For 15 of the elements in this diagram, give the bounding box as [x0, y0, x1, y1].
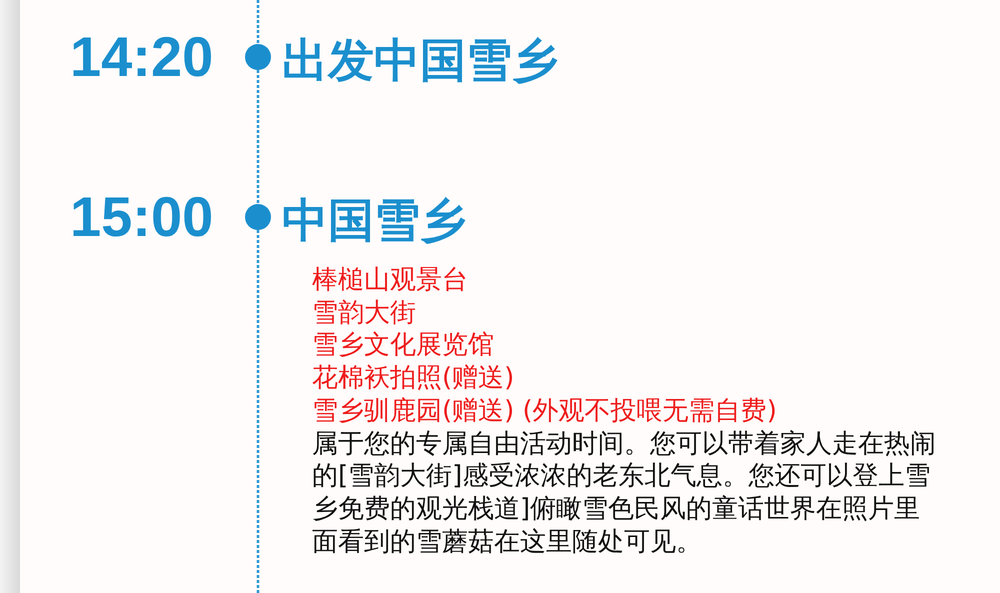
place-item: 棒槌山观景台 — [312, 264, 469, 297]
timeline-line — [256, 70, 260, 204]
timeline-line — [256, 230, 260, 593]
timeline-dot — [245, 44, 271, 70]
stop-title: 中国雪乡 — [282, 192, 466, 249]
stop-title: 出发中国雪乡 — [282, 32, 558, 89]
timeline-dot — [245, 204, 271, 230]
time-label: 14:20 — [70, 25, 214, 89]
timeline-line — [256, 0, 260, 44]
time-label: 15:00 — [70, 185, 214, 249]
place-item: 雪乡文化展览馆 — [312, 329, 495, 362]
place-item: 雪韵大街 — [312, 296, 417, 330]
place-item: 雪乡驯鹿园(赠送) (外观不投喂无需自费) — [312, 394, 778, 428]
place-item: 花棉袄拍照(赠送) — [312, 362, 516, 395]
description-paragraph: 属于您的专属自由活动时间。您可以带着家人走在热闹的[雪韵大街]感受浓浓的老东北气息。您还可以登上雪乡免费的观光栈道]俯瞰雪色民风的童话世界在照片里面看到的雪蘑菇在这里随处可见。 — [312, 428, 937, 558]
